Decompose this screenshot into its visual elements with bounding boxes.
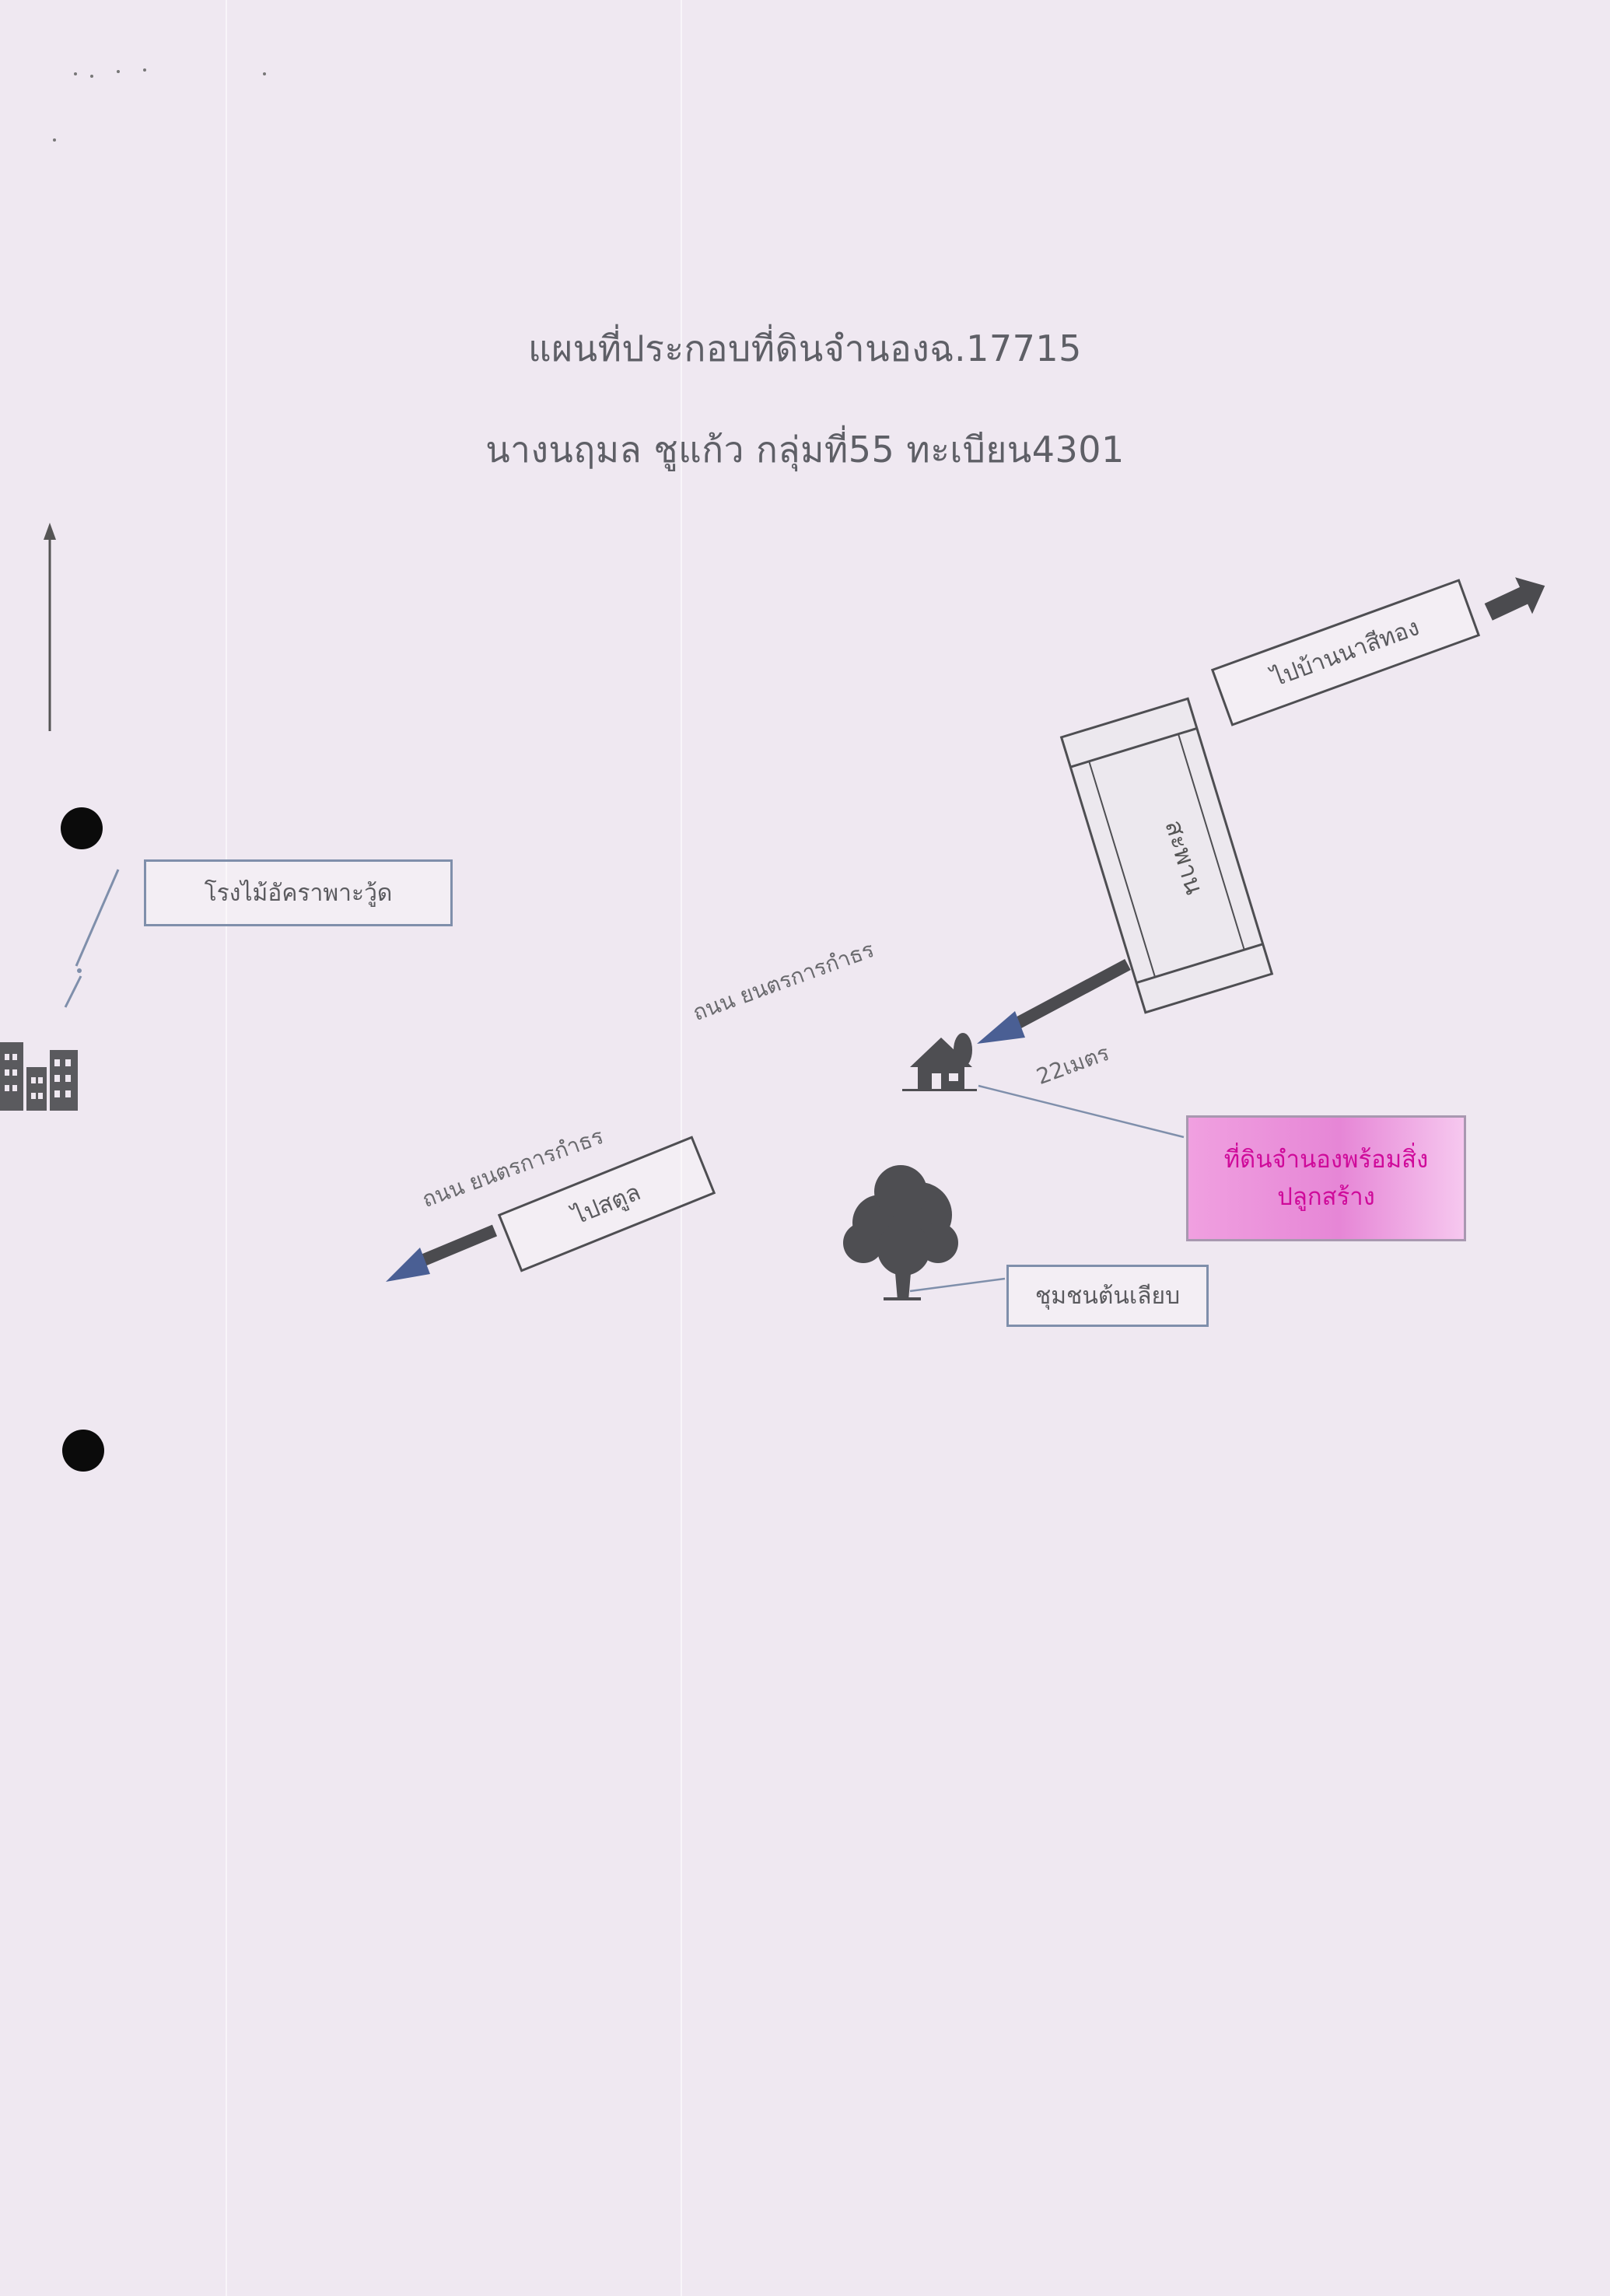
tree-icon — [843, 1165, 958, 1300]
arrow-southwest-icon — [386, 1224, 498, 1282]
mortgage-land-line1: ที่ดินจำนองพร้อมสิ่ง — [1223, 1145, 1429, 1174]
north-arrow-icon — [44, 523, 56, 731]
paper-crease — [226, 0, 227, 2296]
lumber-yard-label: โรงไม้อัคราพาะวู้ด — [144, 859, 453, 926]
scan-specks — [53, 68, 266, 142]
house-leader — [978, 1084, 1185, 1139]
mortgage-land-line2: ปลูกสร้าง — [1277, 1183, 1375, 1211]
tree-leader — [909, 1277, 1006, 1293]
paper-crease — [681, 0, 682, 2296]
bridge-shape — [1059, 697, 1274, 1014]
owner-line: นางนฤมล ชูแก้ว กลุ่มที่55 ทะเบียน4301 — [485, 429, 1125, 471]
building-icon — [0, 1042, 78, 1111]
lumber-yard-leader — [64, 869, 120, 1008]
mortgage-land-label: ที่ดินจำนองพร้อมสิ่ง ปลูกสร้าง — [1186, 1115, 1466, 1241]
map-title: แผนที่ประกอบที่ดินจำนองฉ.17715 — [528, 327, 1082, 369]
punch-hole — [62, 1430, 104, 1472]
arrow-northeast-icon — [1484, 577, 1545, 621]
house-icon — [902, 1033, 977, 1091]
arrow-distance-icon — [977, 958, 1131, 1044]
tree-community-label: ชุมชนต้นเลียบ — [1006, 1265, 1209, 1327]
punch-hole — [61, 807, 103, 849]
